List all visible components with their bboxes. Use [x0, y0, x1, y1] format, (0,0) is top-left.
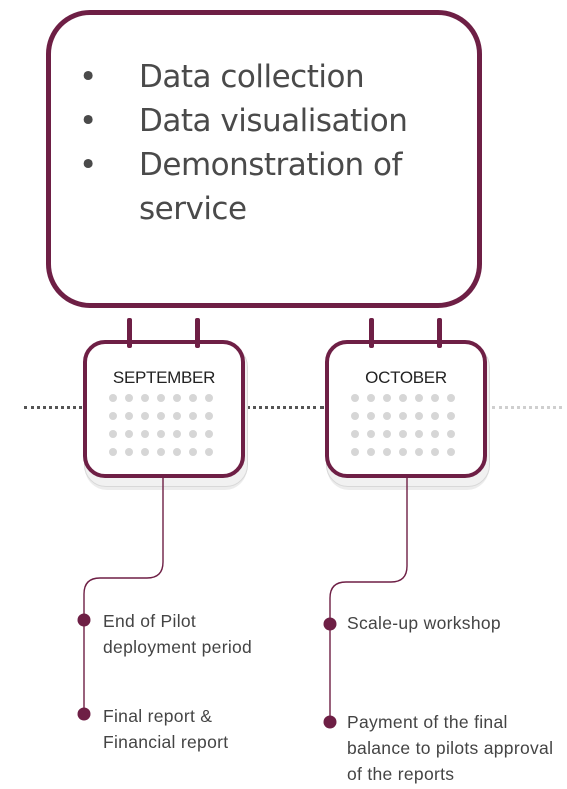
calendar-day-dot [141, 412, 149, 420]
calendar-day-dot [125, 412, 133, 420]
calendar-day-grid [351, 394, 455, 456]
activities-box: • Data collection • Data visualisation •… [46, 10, 482, 308]
calendar-day-dot [431, 430, 439, 438]
activity-label: Demonstration of service [139, 147, 402, 227]
calendar-day-dot [399, 430, 407, 438]
activity-item-1: • Data collection [79, 55, 469, 99]
calendar-day-dot [351, 448, 359, 456]
calendar-day-dot [189, 412, 197, 420]
activity-label: Data visualisation [139, 103, 408, 139]
calendar-day-dot [383, 448, 391, 456]
calendar-day-dot [351, 430, 359, 438]
calendar-day-dot [367, 448, 375, 456]
calendar-day-dot [109, 394, 117, 402]
october-connector-line [329, 478, 408, 722]
calendar-day-dot [399, 448, 407, 456]
calendar-day-dot [205, 448, 213, 456]
calendar-day-dot [109, 430, 117, 438]
calendar-day-dot [125, 430, 133, 438]
calendar-ring-icon [127, 318, 132, 348]
calendar-day-dot [367, 430, 375, 438]
event-marker-icon [77, 707, 91, 721]
september-connector-line [83, 478, 164, 714]
event-end-of-pilot: End of Pilot deployment period [103, 611, 253, 657]
calendar-ring-icon [195, 318, 200, 348]
event-marker-icon [323, 617, 337, 631]
timeline-line-right [492, 406, 562, 409]
calendar-icon: OCTOBER [325, 340, 487, 478]
calendar-day-dot [205, 394, 213, 402]
calendar-day-dot [447, 448, 455, 456]
calendar-day-dot [125, 394, 133, 402]
calendar-day-dot [447, 430, 455, 438]
calendar-day-dot [367, 394, 375, 402]
calendar-day-dot [157, 448, 165, 456]
activities-list: • Data collection • Data visualisation •… [79, 55, 469, 231]
event-final-report: Final report & Financial report [103, 706, 229, 752]
calendar-september: SEPTEMBER [83, 318, 248, 490]
event-marker-icon [77, 613, 91, 627]
calendar-day-dot [125, 448, 133, 456]
calendar-day-dot [157, 430, 165, 438]
calendar-day-dot [173, 448, 181, 456]
event-final-payment: Payment of the final balance to pilots a… [347, 712, 554, 784]
calendar-day-dot [431, 448, 439, 456]
activity-label: Data collection [139, 59, 365, 95]
calendar-day-dot [415, 430, 423, 438]
calendar-day-dot [173, 412, 181, 420]
calendar-day-dot [431, 394, 439, 402]
calendar-day-dot [431, 412, 439, 420]
calendar-day-dot [447, 394, 455, 402]
calendar-day-dot [157, 412, 165, 420]
timeline-line-middle [246, 406, 324, 409]
calendar-day-dot [383, 394, 391, 402]
calendar-month-label: OCTOBER [365, 368, 447, 387]
timeline-line-left [24, 406, 82, 409]
calendar-day-dot [141, 430, 149, 438]
calendar-day-dot [399, 412, 407, 420]
calendar-day-grid [109, 394, 213, 456]
calendar-day-dot [189, 394, 197, 402]
calendar-day-dot [447, 412, 455, 420]
calendar-day-dot [141, 394, 149, 402]
calendar-day-dot [205, 430, 213, 438]
activity-item-3: • Demonstration of service [79, 143, 469, 231]
calendar-day-dot [173, 430, 181, 438]
calendar-day-dot [351, 394, 359, 402]
calendar-day-dot [109, 448, 117, 456]
event-scale-up-workshop: Scale-up workshop [347, 613, 501, 633]
calendar-day-dot [399, 394, 407, 402]
calendar-day-dot [157, 394, 165, 402]
calendar-october: OCTOBER [325, 318, 490, 490]
calendar-month-label: SEPTEMBER [112, 368, 216, 387]
calendar-day-dot [109, 412, 117, 420]
calendar-day-dot [351, 412, 359, 420]
calendar-day-dot [173, 394, 181, 402]
event-marker-icon [323, 715, 337, 729]
calendar-day-dot [141, 448, 149, 456]
calendar-day-dot [205, 412, 213, 420]
calendar-day-dot [415, 394, 423, 402]
calendar-day-dot [383, 412, 391, 420]
calendar-ring-icon [369, 318, 374, 348]
calendar-day-dot [189, 430, 197, 438]
calendar-icon: SEPTEMBER [83, 340, 245, 478]
calendar-ring-icon [437, 318, 442, 348]
activity-item-2: • Data visualisation [79, 99, 469, 143]
calendar-day-dot [189, 448, 197, 456]
calendar-day-dot [415, 448, 423, 456]
calendar-day-dot [415, 412, 423, 420]
calendar-day-dot [367, 412, 375, 420]
calendar-day-dot [383, 430, 391, 438]
